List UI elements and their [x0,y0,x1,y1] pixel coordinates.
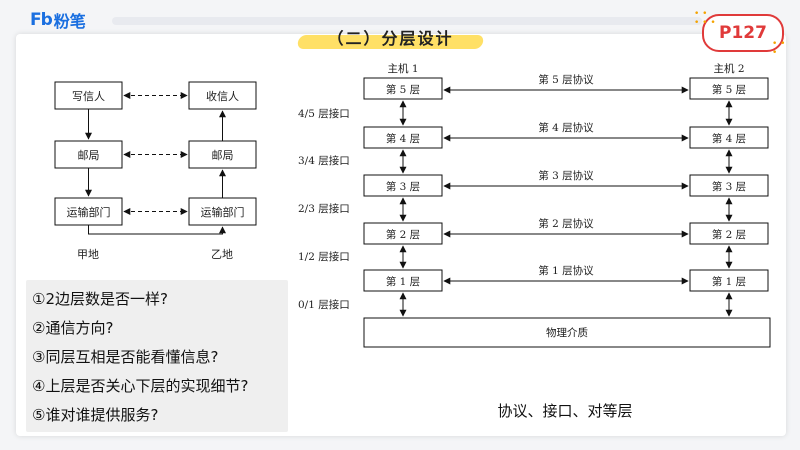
question-1: ①2边层数是否一样? [32,290,168,308]
host1-layer-1 [363,269,443,292]
slide-title: （二）分层设计 [327,29,454,48]
interface-label-12: 1/2 层接口 [298,250,350,263]
physical-medium-box [363,317,771,348]
host2-layer-1 [689,269,769,292]
page-badge: P127 [702,14,784,52]
host1-layer-3-label: 第 3 层 [386,180,420,193]
physical-medium-label: 物理介质 [546,326,588,339]
interface-label-23: 2/3 层接口 [298,202,350,215]
box-right-post-office [188,140,257,169]
host2-layer-5 [689,77,769,100]
host1-label: 主机 1 [387,62,418,75]
box-left-transport-label: 运输部门 [67,205,111,219]
host2-layer-3 [689,174,769,197]
place-right-label: 乙地 [211,248,233,261]
mail-diagram: 写信人 邮局 运输部门 收信人 邮局 运输部门 甲地 乙地 [54,81,257,261]
host2-layer-3-label: 第 3 层 [712,180,746,193]
question-5: ⑤谁对谁提供服务? [32,406,159,424]
box-receiver-label: 收信人 [206,89,239,103]
box-sender [54,81,123,110]
protocol-label-3: 第 3 层协议 [538,169,594,182]
box-left-post-office-label: 邮局 [78,149,100,162]
box-left-post-office [54,140,123,169]
host1-layer-5-label: 第 5 层 [386,83,420,96]
host2-layer-4-label: 第 4 层 [712,132,746,145]
header-strip [112,17,702,25]
box-left-transport [54,197,123,226]
question-2: ②通信方向? [32,319,114,337]
transport-path-arrow [88,225,226,235]
host2-layer-2 [689,222,769,245]
summary-text: 协议、接口、对等层 [497,402,633,420]
question-panel: ①2边层数是否一样? ②通信方向? ③同层互相是否能看懂信息? ④上层是否关心下… [26,280,288,432]
host1-layer-2 [363,222,443,245]
place-left-label: 甲地 [77,248,99,261]
host2-label: 主机 2 [713,62,744,75]
badge-dots-icon: • •• • • [694,9,716,28]
box-right-post-office-label: 邮局 [212,149,234,162]
question-4: ④上层是否关心下层的实现细节? [32,377,249,395]
protocol-label-5: 第 5 层协议 [538,73,594,86]
host1-layer-5 [363,77,443,100]
protocol-label-4: 第 4 层协议 [538,121,594,134]
host2-layer-5-label: 第 5 层 [712,83,746,96]
host1-layer-4 [363,126,443,149]
interface-label-01: 0/1 层接口 [298,298,350,311]
host1-layer-4-label: 第 4 层 [386,132,420,145]
interface-label-34: 3/4 层接口 [298,154,350,167]
box-sender-label: 写信人 [72,90,105,103]
host1-layer-3 [363,174,443,197]
interface-label-45: 4/5 层接口 [298,107,350,120]
protocol-label-1: 第 1 层协议 [538,264,594,277]
brand-logo: Fb 粉笔 [30,9,86,31]
host2-layer-1-label: 第 1 层 [712,275,746,288]
badge-dots-icon-2: • •• [772,39,786,58]
host2-layer-2-label: 第 2 层 [712,228,746,241]
box-right-transport-label: 运输部门 [201,205,245,219]
brand-name: 粉笔 [53,12,86,31]
host1-layer-2-label: 第 2 层 [386,228,420,241]
box-receiver [188,81,257,110]
slide-title-wrap: （二）分层设计 [296,26,485,52]
host1-layer-1-label: 第 1 层 [386,275,420,288]
brand-mark: Fb [30,10,53,30]
question-3: ③同层互相是否能看懂信息? [32,348,219,366]
host2-layer-4 [689,126,769,149]
protocol-label-2: 第 2 层协议 [538,217,594,230]
layer-diagram: 主机 1 主机 2 第 5 层 第 4 层 第 3 层 第 2 层 第 1 层 … [298,62,771,348]
